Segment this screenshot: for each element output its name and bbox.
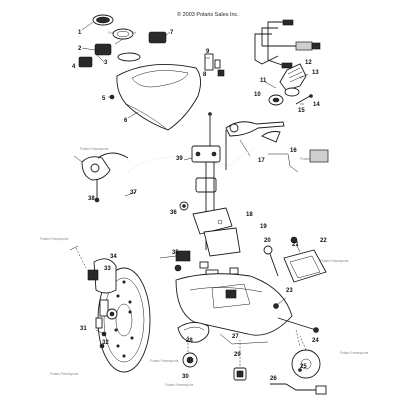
callout-37: 37 [130,190,137,196]
gauge-clip-small [78,56,93,68]
callout-33: 33 [104,266,111,272]
left-control-housing [73,152,129,181]
wire-connector-16 [268,149,329,173]
callout-17: 17 [258,158,265,164]
callout-27: 27 [232,334,239,340]
watermark: Polaris Powersports [320,259,349,263]
lens-gasket [117,52,141,62]
callout-26: 26 [270,376,277,382]
callout-30: 30 [182,374,189,380]
top-right-leaders [205,57,309,105]
callout-29: 29 [234,352,241,358]
callout-32: 32 [102,340,109,346]
headlight [283,236,327,283]
callout-39: 39 [176,156,183,162]
callout-4: 4 [72,64,76,70]
axle-nut [106,308,118,320]
watermark: Polaris Powersports [165,383,194,387]
callout-36: 36 [170,210,177,216]
callout-24: 24 [312,338,319,344]
pod-leader-lines [80,21,171,119]
wire-lead-27 [219,333,269,345]
headlight-bracket [192,207,241,257]
headlight-adjuster [263,245,279,277]
watermark: Polaris Powersports [80,147,109,151]
brake-lever-assembly [208,112,285,157]
callout-15: 15 [298,108,305,114]
callout-18: 18 [246,212,253,218]
grommet-30 [182,352,198,368]
fender-screw [273,297,287,309]
brake-disc [97,267,151,373]
watermark: Polaris Powersports [50,372,79,376]
watermark: Polaris Powersports [40,237,69,241]
callout-31: 31 [80,326,87,332]
axle-bolt [277,317,319,347]
callout-7: 7 [170,30,174,36]
callout-22: 22 [320,238,327,244]
handlebar-clamp-upper [191,145,221,163]
gauge-bezel-right [148,31,167,44]
screw [109,94,115,100]
handlebar [127,130,255,173]
callout-labels: 1 2 3 4 5 6 7 8 9 10 11 12 13 14 15 16 1… [72,30,327,382]
callout-28: 28 [186,338,193,344]
relay-connector [204,53,221,71]
callout-19: 19 [260,224,267,230]
callout-3: 3 [104,60,108,66]
callout-34: 34 [110,254,117,260]
callout-35: 35 [172,250,179,256]
callout-16: 16 [290,148,297,154]
callout-1: 1 [78,30,82,36]
brake-caliper [69,245,117,294]
callout-6: 6 [124,118,128,124]
watermark: Polaris Powersports [340,351,369,355]
callout-14: 14 [313,102,320,108]
watermark: Polaris Powersports [150,359,179,363]
callout-23: 23 [286,288,293,294]
callout-10: 10 [254,92,261,98]
copyright-text: © 2003 Polaris Sales Inc. [177,11,239,18]
gauge-bezel-left [94,43,112,56]
callout-12: 12 [305,60,312,66]
brake-disc-bolts [95,329,107,349]
bottom-leaders [187,335,307,366]
callout-8: 8 [203,72,207,78]
wire-lead-26 [270,383,327,395]
callout-25: 25 [300,364,307,370]
callout-21: 21 [292,242,299,248]
gauge-ring-mid [112,28,134,40]
stem-cap [179,201,189,211]
left-grip [94,180,100,203]
callout-9: 9 [206,49,210,55]
fuse-block [217,69,225,77]
callout-20: 20 [264,238,271,244]
wiring-harness [254,19,321,69]
brake-pads [95,299,109,329]
thumb-throttle [261,131,281,143]
front-fender [175,273,293,336]
gauge-ring-top [92,14,114,26]
headlight-pod [116,64,201,131]
turn-signal [177,322,210,343]
key-switch [268,63,307,106]
bolt [295,94,313,105]
center-leaders [124,157,193,197]
bulb-socket-29 [233,367,247,381]
callout-38: 38 [88,196,95,202]
callout-2: 2 [78,46,82,52]
callout-5: 5 [102,96,106,102]
callout-11: 11 [260,78,267,84]
callout-13: 13 [312,70,319,76]
